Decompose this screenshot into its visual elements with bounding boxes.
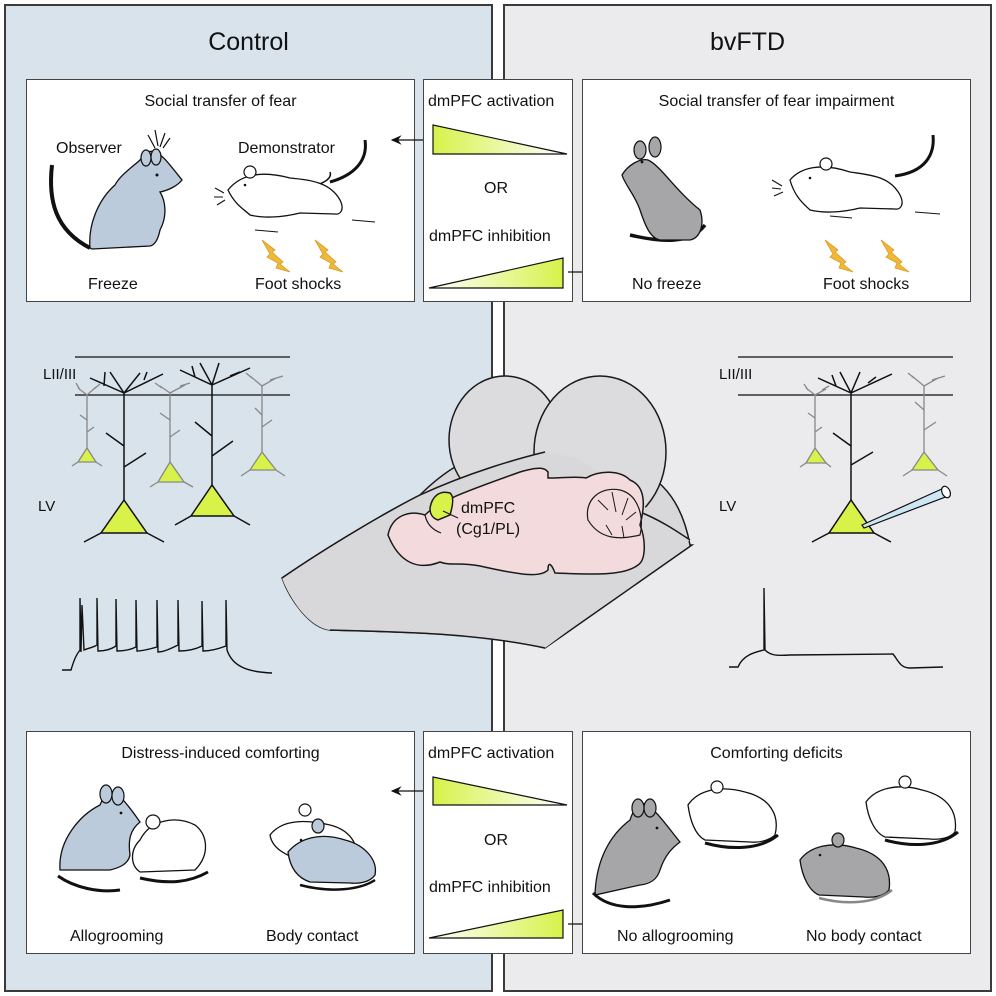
box-title: Social transfer of fear <box>144 93 297 110</box>
inhibition-gradient-icon <box>428 909 564 939</box>
foot-shock-icon <box>880 239 910 273</box>
lv-neuron <box>83 371 165 543</box>
foot-shocks-caption: Foot shocks <box>823 276 910 293</box>
no-freeze-caption: No freeze <box>632 276 702 293</box>
no-allogrooming-mice-icon <box>591 780 779 909</box>
control-panel-title: Control <box>208 28 289 56</box>
l23-neuron <box>240 372 286 477</box>
control-fear-transfer-illustration <box>49 129 429 273</box>
body-contact-caption: Body contact <box>266 928 359 945</box>
allogrooming-mice-icon <box>57 784 209 893</box>
control-layer-23-label: LII/III <box>43 366 77 383</box>
control-comforting-illustration <box>57 784 429 893</box>
top-gradient-icons <box>428 124 610 289</box>
box-title: Social transfer of fear impairment <box>658 93 895 110</box>
or-label: OR <box>484 180 508 197</box>
demonstrator-mouse-icon <box>214 139 376 233</box>
observer-label: Observer <box>56 140 122 157</box>
box-title: Comforting deficits <box>710 745 843 762</box>
l23-neuron <box>71 382 103 467</box>
activation-gradient-icon <box>432 776 568 806</box>
bvftd-spike-trace <box>729 587 944 669</box>
inhibition-label: dmPFC inhibition <box>429 228 551 245</box>
observer-mouse-no-freeze-icon <box>621 136 707 243</box>
foot-shock-icon <box>261 239 291 273</box>
allogrooming-caption: Allogrooming <box>70 928 164 945</box>
bvftd-neuron-diagram <box>729 356 953 669</box>
bvftd-layer-5-label: LV <box>719 498 737 515</box>
l23-neuron <box>902 372 948 477</box>
inhibition-gradient-icon <box>428 257 564 289</box>
control-neuron-diagram <box>62 356 290 674</box>
body-contact-mice-icon <box>269 803 377 891</box>
inhibition-label: dmPFC inhibition <box>429 879 551 896</box>
dmpfc-sublabel: (Cg1/PL) <box>456 521 521 538</box>
no-body-contact-mice-icon <box>799 775 959 904</box>
freeze-caption: Freeze <box>88 276 138 293</box>
observer-mouse-icon <box>49 129 183 250</box>
control-spike-train <box>62 597 273 674</box>
activation-label: dmPFC activation <box>428 93 555 110</box>
no-body-contact-caption: No body contact <box>806 928 922 945</box>
dmpfc-label: dmPFC <box>461 500 516 517</box>
brain-outline <box>387 467 645 576</box>
or-label: OR <box>484 832 508 849</box>
foot-shocks-caption: Foot shocks <box>255 276 342 293</box>
bvftd-fear-transfer-illustration <box>621 134 941 273</box>
no-allogrooming-caption: No allogrooming <box>617 928 734 945</box>
l23-neuron <box>799 383 832 468</box>
bvftd-layer-23-label: LII/III <box>719 366 753 383</box>
box-title: Distress-induced comforting <box>121 745 320 762</box>
demonstrator-label: Demonstrator <box>238 140 335 157</box>
activation-gradient-icon <box>432 124 568 155</box>
bvftd-panel-title: bvFTD <box>710 28 785 56</box>
recording-pipette-icon <box>861 485 952 529</box>
lv-neuron <box>174 362 251 526</box>
foot-shock-icon <box>314 239 344 273</box>
foot-shock-icon <box>824 239 854 273</box>
l23-neuron <box>149 382 194 488</box>
activation-label: dmPFC activation <box>428 745 555 762</box>
demonstrator-mouse-icon <box>771 134 941 219</box>
control-layer-5-label: LV <box>38 498 56 515</box>
